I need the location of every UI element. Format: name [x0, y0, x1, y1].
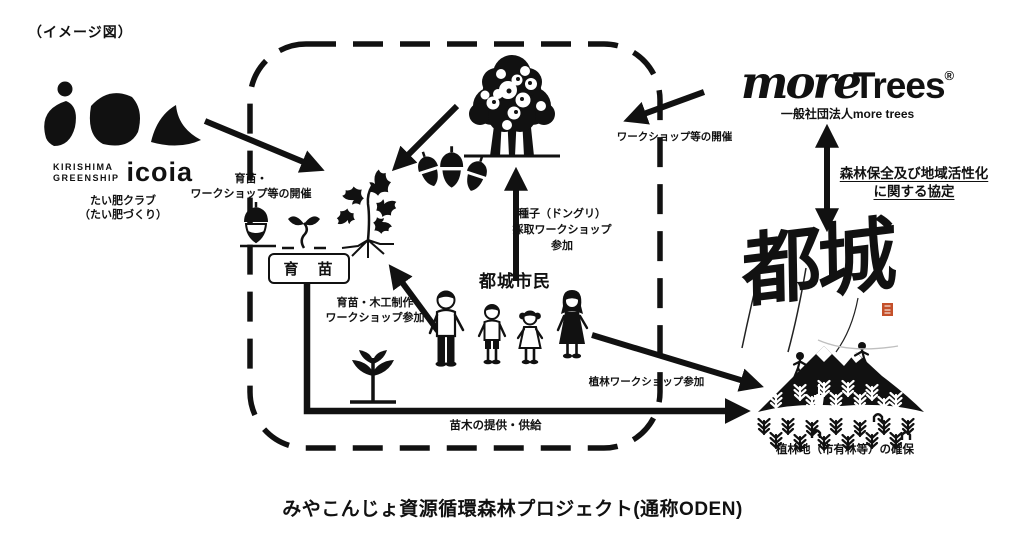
- acorn-trio-icon: [412, 144, 493, 196]
- arrow-citizens-to-planting-site: [591, 332, 764, 392]
- page-title: みやこんじょ資源循環森林プロジェクト(通称ODEN): [282, 499, 743, 520]
- label-shokurin-workshop: 植林ワークショップ参加: [588, 376, 705, 388]
- icoia-brand-name: icoia: [126, 157, 194, 187]
- icoia-caption-line1: たい肥クラブ: [90, 195, 156, 207]
- ikubyo-box: 育 苗: [268, 253, 350, 284]
- label-naegi-supply: 苗木の提供・供給: [449, 420, 542, 432]
- label-planting-site: 植林地（市有林等）の確保: [776, 444, 914, 456]
- more-trees-subtitle: 一般社団法人more trees: [780, 107, 915, 121]
- more-trees-script: more: [740, 56, 862, 109]
- seal-stamp-icon: [882, 303, 893, 316]
- planting-site-illustration: [757, 340, 924, 452]
- boy-figure: [477, 304, 507, 365]
- label-citizens: 都城市民: [479, 272, 551, 291]
- miyakonojo-calligraphy: 都城: [741, 206, 894, 320]
- arrow-tree-to-seedling: [391, 103, 460, 172]
- sapling-icon: [350, 350, 396, 404]
- calligraphy-swashes: [741, 244, 899, 353]
- arrow-citizens-to-seedling: [388, 264, 441, 333]
- mother-figure: [556, 290, 589, 359]
- icoia-logo: KIRISHIMA GREENSHIP icoia たい肥クラブ （たい肥づくり…: [28, 80, 218, 222]
- label-seed-workshop: 種子（ドングリ） 採取ワークショップ 参加: [512, 208, 612, 252]
- agreement-label: 森林保全及び地域活性化 に関する協定: [839, 166, 989, 199]
- shovel-icon: [813, 384, 825, 406]
- icoia-brand-bottom: GREENSHIP: [52, 172, 120, 183]
- oak-seedling-icon: [333, 167, 399, 258]
- icoia-logo-icon: [44, 81, 201, 146]
- family-illustration: [428, 290, 589, 367]
- sprout-icon: [282, 216, 326, 250]
- label-ikubyo-mokko: 育苗・木工制作 ワークショップ参加: [325, 297, 425, 324]
- big-tree-icon: [464, 55, 560, 158]
- more-trees-bold: Trees: [852, 65, 946, 106]
- arrow-moretrees-to-cycle: [623, 89, 706, 125]
- acorn-icon: [240, 202, 276, 248]
- girl-figure: [516, 310, 544, 365]
- arrow-seedling-supply-path: [303, 282, 751, 424]
- arrow-layer: [203, 89, 839, 424]
- father-figure: [428, 290, 465, 367]
- label-ikubyo-workshop: 育苗・ ワークショップ等の開催: [190, 173, 312, 200]
- label-workshop-kaisai: ワークショップ等の開催: [616, 131, 733, 143]
- more-trees-logo: moreTrees® 一般社団法人more trees: [695, 56, 1000, 122]
- registered-mark: ®: [944, 68, 955, 83]
- diagram-note: （イメージ図）: [28, 24, 133, 40]
- icoia-brand-top: KIRISHIMA: [52, 161, 114, 172]
- arrow-icoia-to-cycle: [203, 118, 325, 173]
- icoia-caption-line2: （たい肥づくり）: [79, 209, 167, 221]
